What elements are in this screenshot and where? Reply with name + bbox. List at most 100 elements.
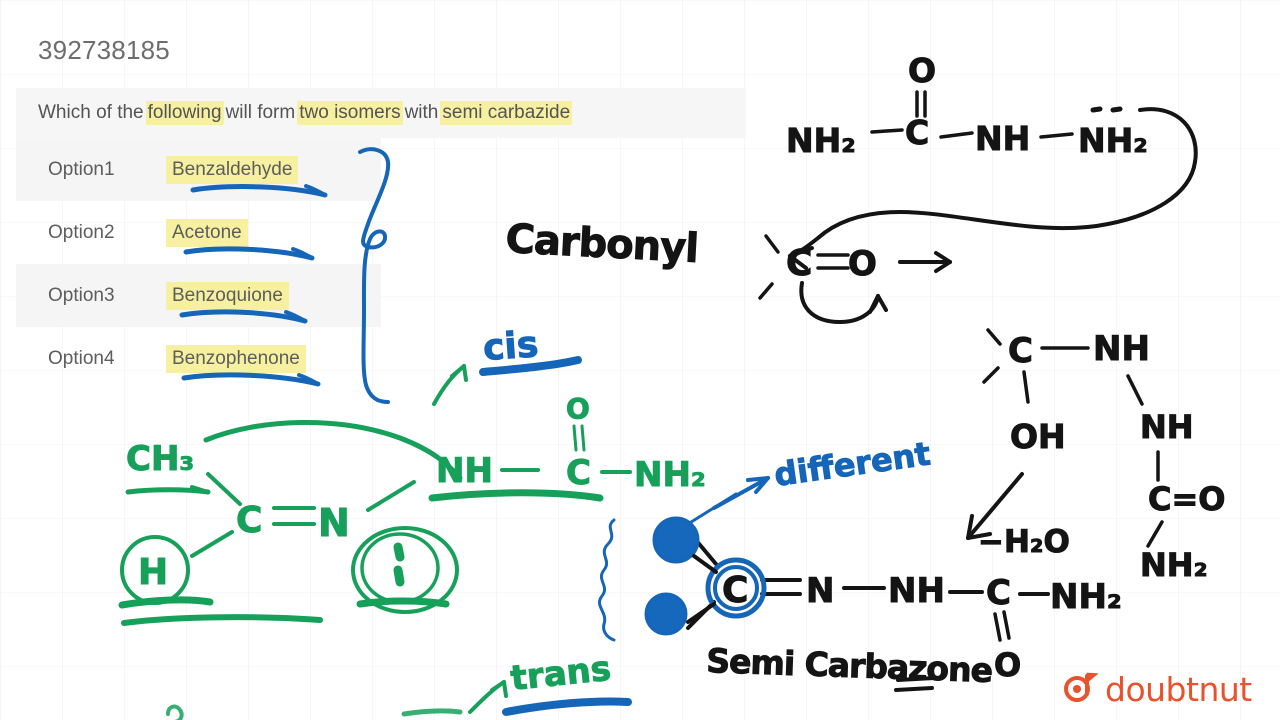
green-bond-n-nh [366,480,416,512]
product-double-bond-cn [760,578,802,596]
logo-dot [1073,685,1081,693]
logo-flag [1086,671,1100,683]
semicarbazide-double-bond [915,90,927,118]
option-value-3: Benzoquione [166,281,289,310]
semicarbazide-nh-label: NH [975,119,1030,158]
lone-pair-dots [1090,106,1123,113]
nucleophile-attack-arrow [788,107,1198,258]
trans-arrowhead [490,680,508,698]
water-loss-arrowhead [966,514,992,540]
option-label-4: Option4 [48,347,115,369]
option-label-1: Option1 [48,158,115,180]
green-nh-c-underline-tick [563,491,603,501]
semicarbazide-nh2-left-label: NH₂ [786,121,856,160]
green-double-bond-cn [272,506,316,526]
option-value-4: Benzophenone [166,344,306,373]
carbonyl-carbon-label: C [786,243,812,284]
intermediate-bond-nh-nh [1126,374,1144,406]
stem-segment-1: following [145,101,224,125]
minus-water-label: −H₂O [978,524,1070,560]
stem-segment-4: with [404,102,439,123]
squiggle-bond-blue [598,518,616,642]
pi-electron-arrow [799,281,880,324]
green-carbon-label: C [236,500,262,541]
intermediate-bond-co-nh2 [1146,520,1164,548]
blob-bonds-to-carbon [686,554,718,624]
stem-segment-2: will form [225,102,296,123]
green-top-arc [203,419,463,481]
green-n-label: N [318,501,350,545]
intermediate-substituent-1 [986,328,1002,346]
green-ch3-underline [125,487,211,495]
reaction-arrow-head [934,251,952,273]
intermediate-substituent-2 [982,366,1000,384]
substituent-blob-lower [644,592,688,636]
bottom-edge-green-mark-2 [401,708,463,717]
product-co-double-bond [993,610,1011,642]
option-label-2: Option2 [48,221,115,243]
intermediate-nh-mid-label: NH [1140,408,1194,446]
product-bond-r1 [688,531,718,566]
green-nh2-label: NH₂ [634,455,706,495]
doubtnut-note-icon [1064,671,1100,706]
green-carbonyl-c-label: C [566,453,591,493]
product-c-label: C [986,573,1011,613]
blob-upper-bond-up [686,492,738,526]
product-carbon-label: C [722,570,748,611]
intermediate-co-label: C=O [1148,480,1226,518]
substituent-blob-upper [652,516,700,564]
carbonyl-substituent-1 [764,234,780,254]
intermediate-nh2-label: NH₂ [1140,546,1208,584]
logo-stem [1085,674,1089,696]
product-nh-label: NH [888,571,945,611]
semicarbazide-bond-3 [1039,132,1074,139]
product-name-label: Semi Carbazone [706,641,993,690]
option-label-3: Option3 [48,284,115,306]
trans-arrow [468,680,506,714]
green-carbonyl-double-bond [572,424,586,452]
semicarbazide-nh2-right-label: NH₂ [1078,121,1148,160]
circled-carbon-ring-outer [705,557,767,619]
option-row-2[interactable]: Option2 Acetone [16,201,381,264]
different-arrowhead [746,476,770,494]
product-o-label: O [994,646,1021,684]
product-nh2-label: NH₂ [1050,577,1122,617]
green-h-label: H [138,552,168,593]
carbonyl-oxygen-label: O [848,244,877,284]
doubtnut-logo: doubtnut [1064,671,1252,706]
bottom-edge-green-mark-1 [166,704,184,720]
intermediate-carbon-label: C [1008,331,1033,371]
stem-segment-0: Which of the [38,102,144,123]
product-name-underline [894,676,936,692]
green-ch3-label: CH₃ [126,439,194,479]
lonepair-dots-green [393,542,405,587]
trans-underline-blue [502,697,632,716]
intermediate-nh-top-label: NH [1093,329,1150,369]
circled-lonepair-underline [356,597,450,608]
product-bond-r2 [686,600,716,630]
question-id: 392738185 [38,35,170,65]
question-card: Which of the following will form two iso… [16,88,746,390]
option-value-1: Benzaldehyde [166,155,299,184]
circled-carbon-ring-inner [713,565,759,611]
circled-lonepair-outer [351,526,459,614]
green-nh-c-underline [428,489,604,502]
stem-segment-3: two isomers [297,101,403,125]
intermediate-bond-c-oh [1022,370,1030,404]
nucleophile-attack-arrowhead [788,246,814,270]
option-row-4[interactable]: Option4 Benzophenone [16,327,381,390]
option-row-1[interactable]: Option1 Benzaldehyde [16,138,381,201]
green-bond-h-c [190,530,234,558]
green-bond-ch3-c [206,472,242,506]
option-row-3[interactable]: Option3 Benzoquione [16,264,381,327]
green-nh-label: NH [436,451,493,491]
product-n-label: N [806,571,834,611]
question-stem: Which of the following will form two iso… [16,88,746,138]
semicarbazide-bond-2 [939,131,974,139]
option-value-2: Acetone [166,218,248,247]
carbonyl-double-bond [816,253,850,270]
circled-h-ring [120,535,190,605]
semicarbazide-carbon-label: C [905,113,929,152]
pi-electron-arrowhead [868,294,888,314]
